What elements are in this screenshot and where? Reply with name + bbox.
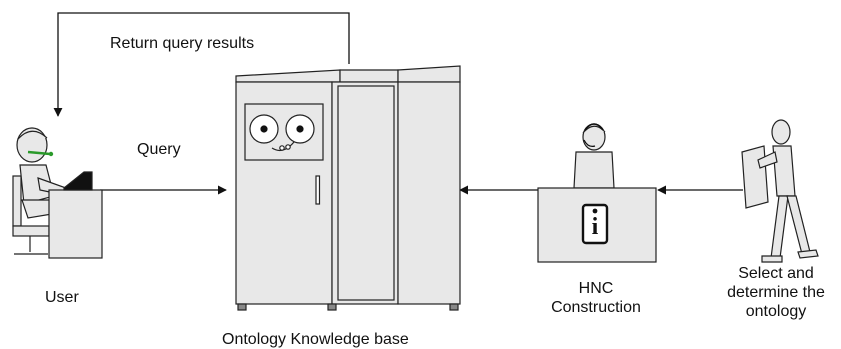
hnc-label-line1: HNC: [578, 280, 614, 297]
select-label-line3: ontology: [745, 303, 807, 320]
server-cabinet-icon: [235, 65, 461, 311]
select-label-line1: Select and: [738, 265, 814, 282]
select-label-line2: determine the: [727, 284, 825, 301]
return-query-results-label: Return query results: [110, 35, 255, 52]
person-carrying-document-icon: [741, 119, 819, 263]
hnc-label-line2: Construction: [551, 299, 641, 316]
select-ontology-label: Select and determine the ontology: [716, 264, 836, 321]
knowledge-base-label: Ontology Knowledge base: [222, 331, 409, 348]
hnc-construction-label: HNC Construction: [536, 279, 656, 317]
svg-text:i: i: [592, 214, 599, 240]
return-arrow: [53, 12, 350, 117]
operator-at-desk-icon: i: [537, 123, 657, 263]
user-at-computer-icon: [12, 127, 103, 259]
query-label: Query: [137, 141, 181, 158]
user-label: User: [45, 289, 79, 306]
